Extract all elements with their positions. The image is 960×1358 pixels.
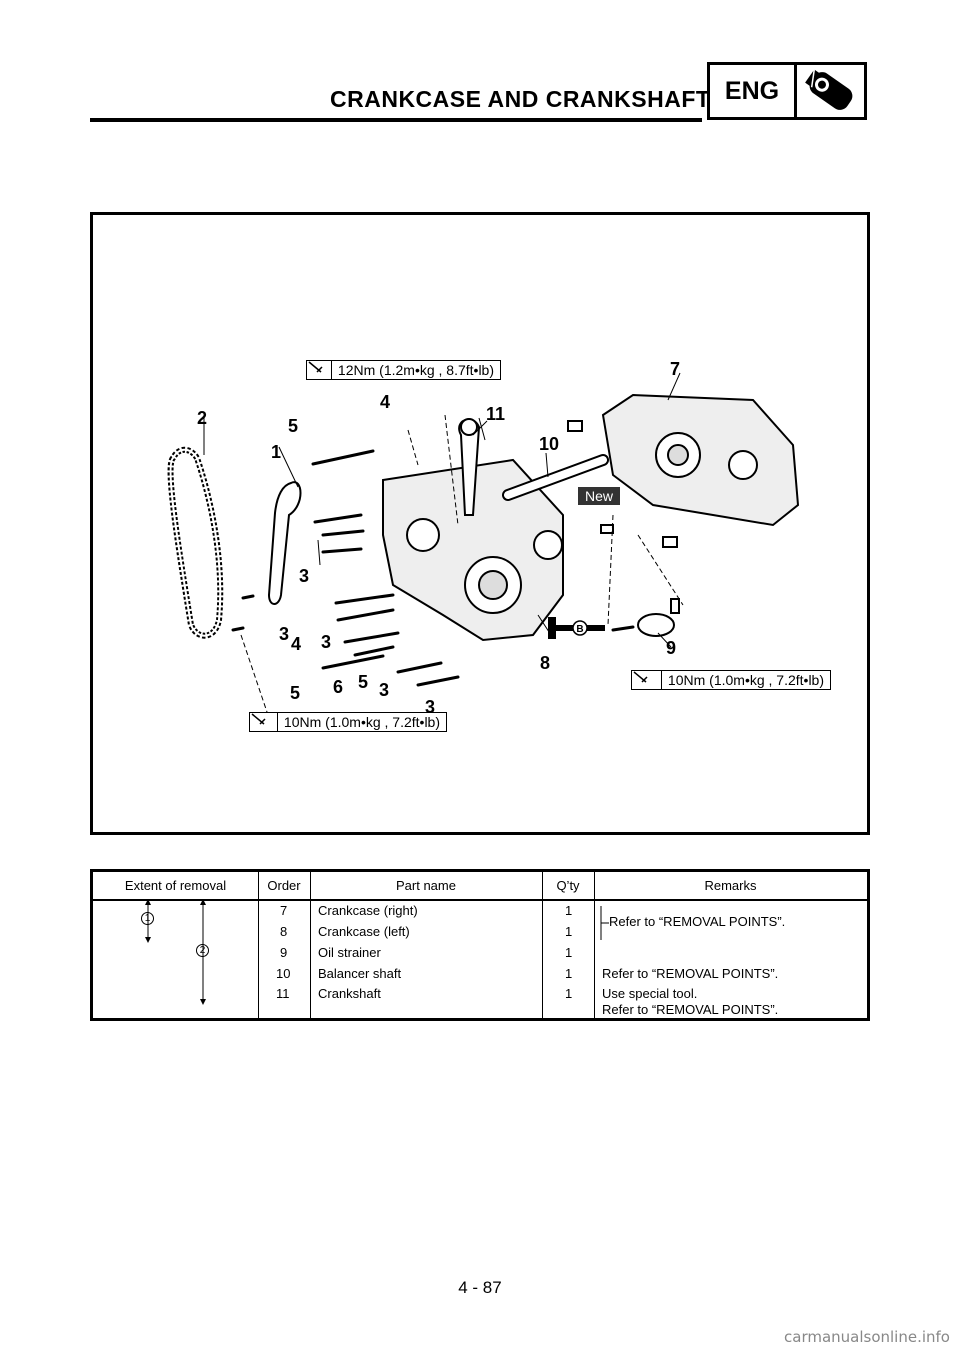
callout-3: 3	[379, 680, 390, 700]
removal-table: Extent of removal Order Part name Q’ty R…	[90, 869, 870, 1021]
extent-mark-2: 2	[196, 944, 209, 957]
callout-2: 2	[197, 408, 208, 428]
torque-wrench-icon	[632, 671, 662, 689]
section-badge: ENG	[707, 62, 867, 120]
lube-mark: B	[576, 624, 583, 635]
callout-7: 7	[670, 359, 681, 379]
row-order: 10	[276, 966, 291, 981]
callout-3: 3	[299, 566, 310, 586]
row-order: 8	[280, 924, 288, 939]
watermark: carmanualsonline.info	[784, 1328, 950, 1346]
callout-5: 5	[288, 416, 299, 436]
remark-crankshaft-1: Use special tool.	[602, 986, 698, 1001]
callout-11: 11	[486, 404, 506, 424]
callout-1: 1	[271, 442, 282, 462]
torque-wrench-icon	[307, 361, 332, 379]
bolts	[231, 449, 635, 687]
callout-10: 10	[539, 434, 560, 454]
remark-balancer: Refer to “REMOVAL POINTS”.	[602, 966, 779, 981]
row-part: Crankshaft	[318, 986, 381, 1001]
row-part: Crankcase (right)	[318, 903, 418, 918]
new-part-tag: New	[578, 487, 621, 505]
callout-3: 3	[321, 632, 332, 652]
row-part: Crankcase (left)	[318, 924, 410, 939]
row-qty: 1	[565, 966, 573, 981]
row-part: Oil strainer	[318, 945, 381, 960]
column-divider	[310, 872, 311, 1018]
table-header: Extent of removal Order Part name Q’ty R…	[93, 872, 867, 901]
row-part: Balancer shaft	[318, 966, 402, 981]
chain-guide	[267, 481, 302, 605]
engine-icon	[797, 65, 864, 117]
torque-value: 10Nm (1.0m•kg , 7.2ft•lb)	[667, 672, 824, 688]
row-qty: 1	[565, 986, 573, 1001]
callout-4: 4	[380, 392, 391, 412]
header-qty: Q’ty	[556, 878, 580, 893]
row-qty: 1	[565, 924, 573, 939]
crankcase-right	[601, 393, 800, 527]
callout-9: 9	[666, 638, 677, 658]
page-title: CRANKCASE AND CRANKSHAFT	[330, 86, 711, 112]
row-qty: 1	[565, 945, 573, 960]
callout-3: 3	[279, 624, 290, 644]
callout-5: 5	[358, 672, 369, 692]
section-badge-label: ENG	[710, 65, 797, 117]
header-remarks: Remarks	[704, 878, 757, 893]
callout-6: 6	[333, 677, 344, 697]
column-divider	[542, 872, 543, 1018]
exploded-view-figure: B 12Nm (1.2m•kg , 8.7ft•lb) 10Nm (1.0m•k…	[90, 212, 870, 835]
remark-crankshaft-2: Refer to “REMOVAL POINTS”.	[602, 1002, 779, 1017]
torque-wrench-icon	[250, 713, 278, 731]
torque-value: 10Nm (1.0m•kg , 7.2ft•lb)	[283, 714, 440, 730]
row-order: 9	[280, 945, 288, 960]
column-divider	[594, 872, 595, 1018]
header-rule	[90, 118, 702, 122]
torque-spec-bottom: 10Nm (1.0m•kg , 7.2ft•lb)	[249, 712, 447, 732]
oil-strainer	[637, 613, 675, 637]
torque-spec-right: 10Nm (1.0m•kg , 7.2ft•lb)	[631, 670, 831, 690]
torque-spec-top: 12Nm (1.2m•kg , 8.7ft•lb)	[306, 360, 501, 380]
row-qty: 1	[565, 903, 573, 918]
header-part-name: Part name	[396, 878, 456, 893]
exploded-view-drawing: B	[167, 372, 800, 716]
row-order: 7	[280, 903, 288, 918]
extent-mark-1: 1	[141, 912, 154, 925]
header-order: Order	[267, 878, 301, 893]
callout-3: 3	[425, 697, 436, 717]
row-order: 11	[276, 986, 290, 1001]
callout-5: 5	[290, 683, 301, 703]
callout-4: 4	[291, 634, 302, 654]
extent-arrows	[145, 899, 206, 1005]
remark-bracket	[600, 906, 609, 940]
page-number: 4 - 87	[458, 1278, 502, 1297]
torque-value: 12Nm (1.2m•kg , 8.7ft•lb)	[337, 362, 494, 378]
callout-8: 8	[540, 653, 551, 673]
header-extent: Extent of removal	[124, 878, 227, 893]
remark-group: Refer to “REMOVAL POINTS”.	[609, 914, 786, 929]
column-divider	[258, 872, 259, 1018]
